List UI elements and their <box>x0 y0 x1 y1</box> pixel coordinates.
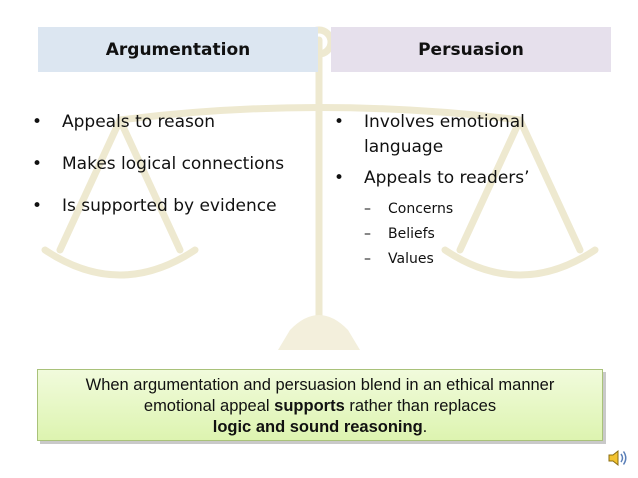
list-item: •Appeals to readers’ <box>334 166 594 191</box>
persuasion-list: •Involves emotional language •Appeals to… <box>334 110 594 272</box>
persuasion-header-label: Persuasion <box>418 39 524 60</box>
persuasion-header: Persuasion <box>331 27 611 72</box>
summary-callout: When argumentation and persuasion blend … <box>37 369 603 441</box>
bullet-icon: • <box>334 168 345 188</box>
list-item: •Involves emotional language <box>334 112 525 157</box>
callout-line-1: When argumentation and persuasion blend … <box>85 376 555 394</box>
dash-bullet-icon: – <box>364 201 371 217</box>
argumentation-list: •Appeals to reason •Makes logical connec… <box>32 110 322 236</box>
dash-bullet-icon: – <box>364 226 371 242</box>
callout-line-2: emotional appeal supports rather than re… <box>143 397 497 415</box>
callout-line-3: logic and sound reasoning. <box>212 418 428 436</box>
argumentation-header: Argumentation <box>38 27 318 72</box>
bullet-icon: • <box>32 154 43 174</box>
sub-list-item: –Concerns <box>364 197 594 222</box>
dash-bullet-icon: – <box>364 251 371 267</box>
sub-list-item: –Beliefs <box>364 222 594 247</box>
argumentation-header-label: Argumentation <box>105 39 251 60</box>
bullet-icon: • <box>334 112 345 132</box>
list-item: •Appeals to reason <box>32 110 322 135</box>
bullet-icon: • <box>32 112 43 132</box>
speaker-icon[interactable] <box>607 448 629 468</box>
sub-list-item: –Values <box>364 247 594 272</box>
list-item: •Makes logical connections <box>32 152 322 177</box>
list-item: •Is supported by evidence <box>32 194 322 219</box>
bullet-icon: • <box>32 196 43 216</box>
